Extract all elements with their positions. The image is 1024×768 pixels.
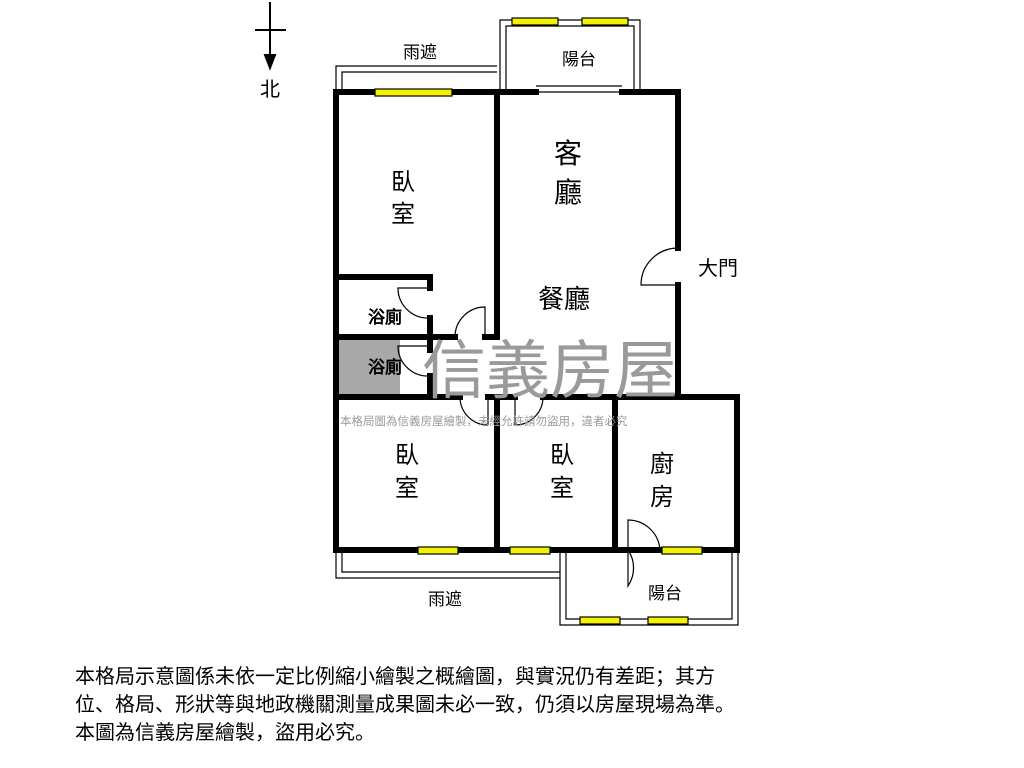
bathroom-1-label: 浴廁 <box>368 307 402 328</box>
balcony-top-label: 陽台 <box>562 50 596 70</box>
rain-cover-top-label: 雨遮 <box>403 43 437 63</box>
main-door-swing <box>640 247 679 286</box>
north-label: 北 <box>260 77 280 101</box>
watermark-brand: 信義房屋 <box>422 335 678 409</box>
balcony-bottom-label: 陽台 <box>648 584 682 604</box>
rain-cover-bottom-label: 雨遮 <box>428 590 462 610</box>
windows <box>374 17 703 625</box>
bedroom-1-label-2: 室 <box>391 200 415 228</box>
bathroom-2-label: 浴廁 <box>368 357 402 378</box>
bedroom-3-label-2: 室 <box>550 474 574 502</box>
north-arrow-icon <box>255 2 286 71</box>
disclaimer: 本格局示意圖係未依一定比例縮小繪製之概繪圖，與實況仍有差距；其方 位、格局、形狀… <box>75 662 975 746</box>
disclaimer-line: 本圖為信義房屋繪製，盜用必究。 <box>75 720 375 744</box>
dining-room-label: 餐廳 <box>538 285 590 315</box>
doors <box>397 247 679 588</box>
bedroom-1-label-1: 臥 <box>391 168 415 196</box>
disclaimer-line: 位、格局、形狀等與地政機關測量成果圖未必一致，仍須以房屋現場為準。 <box>75 692 735 716</box>
living-room-label-1: 客 <box>554 137 582 170</box>
disclaimer-line: 本格局示意圖係未依一定比例縮小繪製之概繪圖，與實況仍有差距；其方 <box>75 664 715 688</box>
bedroom-3-label-1: 臥 <box>550 441 574 469</box>
kitchen-label-1: 廚 <box>650 450 674 478</box>
walls <box>333 89 740 553</box>
main-door-label: 大門 <box>698 256 738 280</box>
living-room-label-2: 廳 <box>554 176 582 209</box>
bedroom-2-label-1: 臥 <box>395 441 419 469</box>
kitchen-label-2: 房 <box>650 483 674 511</box>
watermark-logo <box>336 340 400 396</box>
watermark-notice: 本格局圖為信義房屋繪製，未經允許請勿盜用，違者必究 <box>340 414 628 428</box>
bedroom-2-label-2: 室 <box>395 474 419 502</box>
